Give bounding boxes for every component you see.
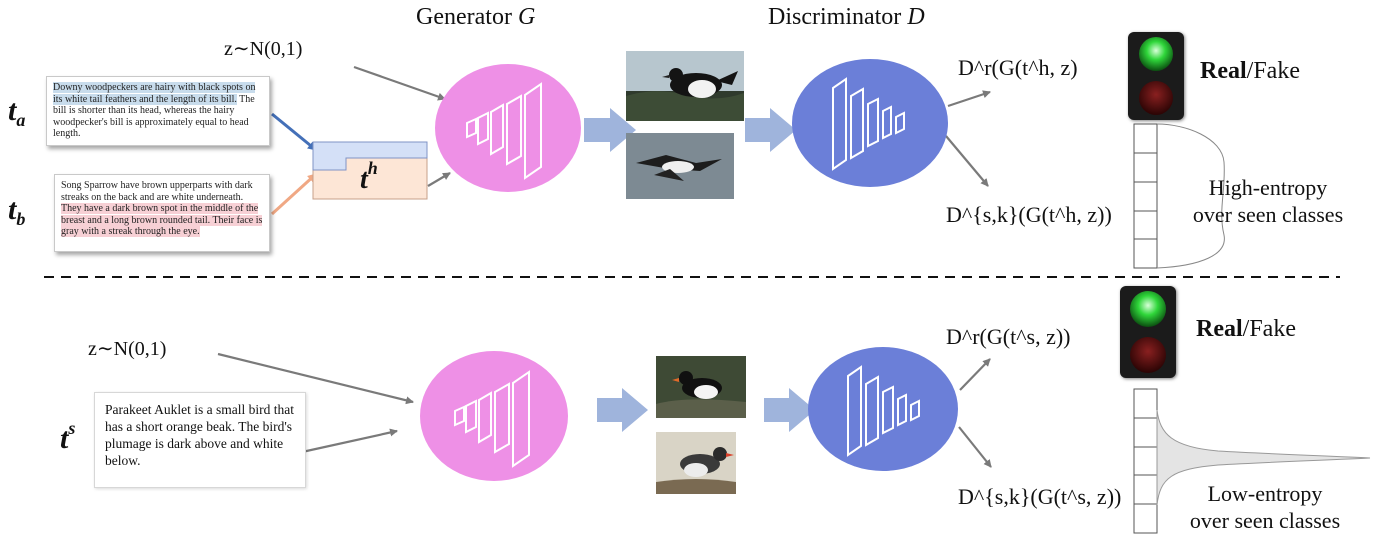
output-real-bottom: D^r(G(t^s, z)) xyxy=(946,324,1071,350)
generator-symbol: G xyxy=(517,4,536,30)
noise-top-text: z∼N(0,1) xyxy=(224,38,303,60)
text-card-s: Parakeet Auklet is a small bird that has… xyxy=(94,392,306,488)
bird-auklet-rock-image xyxy=(656,356,746,418)
text-b-highlight: They have a dark brown spot in the middl… xyxy=(61,203,263,237)
arrow-ta-to-th xyxy=(271,112,317,152)
text-card-b: Song Sparrow have brown upperparts with … xyxy=(54,174,270,252)
bird-razorbill-flight-image xyxy=(626,133,734,199)
th-box xyxy=(312,141,428,200)
fake-label-bottom: /Fake xyxy=(1242,316,1296,342)
text-card-a: Downy woodpeckers are hairy with black s… xyxy=(46,76,270,146)
output-real-bottom-text: D^r(G(t^s, z)) xyxy=(946,324,1071,349)
output-real-top: D^r(G(t^h, z) xyxy=(958,55,1078,81)
bird-auklet-perched-image xyxy=(656,432,736,494)
block-arrow-gen-to-img-top xyxy=(584,108,636,152)
generated-image-top-1 xyxy=(626,51,744,121)
arrow-tb-to-th xyxy=(270,172,318,216)
entropy-label-bottom: Low-entropy over seen classes xyxy=(1154,480,1376,534)
ts-label: ts xyxy=(60,418,75,456)
block-arrow-img-to-disc-top xyxy=(745,108,796,152)
arrow-disc-to-real-bottom xyxy=(959,358,991,391)
real-label-top: Real xyxy=(1200,58,1247,84)
block-arrow-img-to-disc-bottom xyxy=(764,388,815,432)
green-light-on xyxy=(1139,37,1173,71)
tb-sub: b xyxy=(16,209,26,229)
generator-header-text: Generator xyxy=(416,4,512,30)
noise-top: z∼N(0,1) xyxy=(224,36,302,61)
ta-letter: t xyxy=(8,94,17,127)
text-s-content: Parakeet Auklet is a small bird that has… xyxy=(105,402,294,468)
entropy-bottom-line1: Low-entropy xyxy=(1207,481,1323,506)
noise-bottom: z∼N(0,1) xyxy=(88,336,166,361)
real-label-bottom: Real xyxy=(1196,316,1243,342)
entropy-top-line2: over seen classes xyxy=(1192,202,1344,227)
arrow-text-to-generator-bottom xyxy=(301,428,398,454)
red-light-off xyxy=(1130,337,1166,373)
arrow-noise-to-generator-top xyxy=(353,65,446,101)
ta-sub: a xyxy=(16,110,26,130)
output-class-top: D^{s,k}(G(t^h, z)) xyxy=(946,202,1112,228)
arrow-disc-to-real-top xyxy=(947,90,991,108)
output-real-top-text: D^r(G(t^h, z) xyxy=(958,55,1078,80)
real-fake-top: Real/Fake xyxy=(1200,58,1300,85)
generated-image-bottom-2 xyxy=(656,432,736,494)
th-letter: t xyxy=(360,164,368,195)
tb-letter: t xyxy=(8,193,17,226)
prob-bar-top xyxy=(1133,123,1158,269)
traffic-light-top-graphic xyxy=(1139,37,1173,115)
th-label: th xyxy=(360,158,378,196)
output-class-top-text: D^{s,k}(G(t^h, z)) xyxy=(946,202,1112,227)
arrow-th-to-generator xyxy=(427,172,451,187)
real-fake-bottom: Real/Fake xyxy=(1196,316,1296,343)
generator-bottom xyxy=(420,351,568,481)
arrow-disc-to-class-top xyxy=(945,135,989,187)
green-light-on xyxy=(1130,291,1166,327)
dist-curve-high-entropy xyxy=(1156,123,1225,269)
ts-sup: s xyxy=(68,418,76,438)
discriminator-header: Discriminator D xyxy=(768,4,925,31)
discriminator-top xyxy=(792,59,948,187)
arrow-disc-to-class-bottom xyxy=(958,426,992,468)
arrow-noise-to-generator-bottom xyxy=(217,352,414,405)
noise-bottom-text: z∼N(0,1) xyxy=(88,338,167,360)
text-a-rest: The bill is shorter than its head, where… xyxy=(53,93,255,140)
entropy-bottom-line2: over seen classes xyxy=(1189,508,1341,533)
fake-label-top: /Fake xyxy=(1246,58,1300,84)
entropy-top-line1: High-entropy xyxy=(1208,175,1328,200)
text-a-highlight: Downy woodpeckers are hairy with black s… xyxy=(53,82,256,105)
tb-label: tb xyxy=(8,193,25,230)
prob-bar-bottom xyxy=(1133,388,1158,534)
discriminator-symbol: D xyxy=(907,4,925,30)
generated-image-top-2 xyxy=(626,133,734,199)
entropy-label-top: High-entropy over seen classes xyxy=(1168,174,1368,228)
ta-label: ta xyxy=(8,94,25,131)
generator-header: Generator G xyxy=(416,4,535,31)
red-light-off xyxy=(1139,81,1173,115)
traffic-light-top xyxy=(1128,32,1184,120)
dist-curve-low-entropy xyxy=(1156,409,1371,506)
th-sup: h xyxy=(367,158,378,178)
output-class-bottom: D^{s,k}(G(t^s, z)) xyxy=(958,484,1121,510)
traffic-light-bottom-graphic xyxy=(1130,291,1166,373)
traffic-light-bottom xyxy=(1120,286,1176,378)
text-b-pre: Song Sparrow have brown upperparts with … xyxy=(61,180,253,203)
bird-razorbill-rock-image xyxy=(626,51,744,121)
discriminator-bottom xyxy=(808,347,958,471)
generated-image-bottom-1 xyxy=(656,356,746,418)
ts-letter: t xyxy=(60,422,69,455)
output-class-bottom-text: D^{s,k}(G(t^s, z)) xyxy=(958,484,1122,509)
generator-top xyxy=(435,64,581,192)
block-arrow-gen-to-img-bottom xyxy=(597,388,648,432)
discriminator-header-text: Discriminator xyxy=(768,4,902,30)
